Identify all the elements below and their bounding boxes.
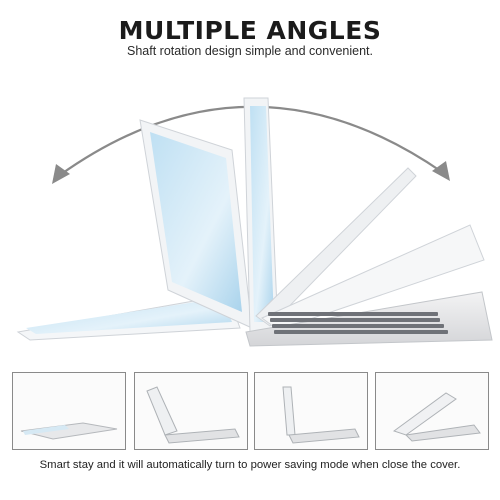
tablet-flat	[16, 294, 241, 341]
laptop-mode	[245, 167, 493, 347]
hero-illustration	[0, 60, 500, 360]
tablet-tilted	[139, 119, 253, 329]
thumbnail-laptop-open	[134, 372, 248, 450]
footer-caption: Smart stay and it will automatically tur…	[39, 459, 461, 471]
arc-arrow-left-icon	[52, 164, 70, 184]
thumbnail-standing-upright	[254, 372, 368, 450]
page-title: MULTIPLE ANGLES	[118, 16, 382, 45]
thumbnail-row	[0, 372, 500, 452]
tablet-upright	[243, 97, 279, 333]
thumbnail-flat-open	[12, 372, 126, 450]
thumbnail-typing-stand	[375, 372, 489, 450]
arc-arrow-right-icon	[432, 161, 450, 181]
page-subtitle: Shaft rotation design simple and conveni…	[127, 44, 373, 58]
